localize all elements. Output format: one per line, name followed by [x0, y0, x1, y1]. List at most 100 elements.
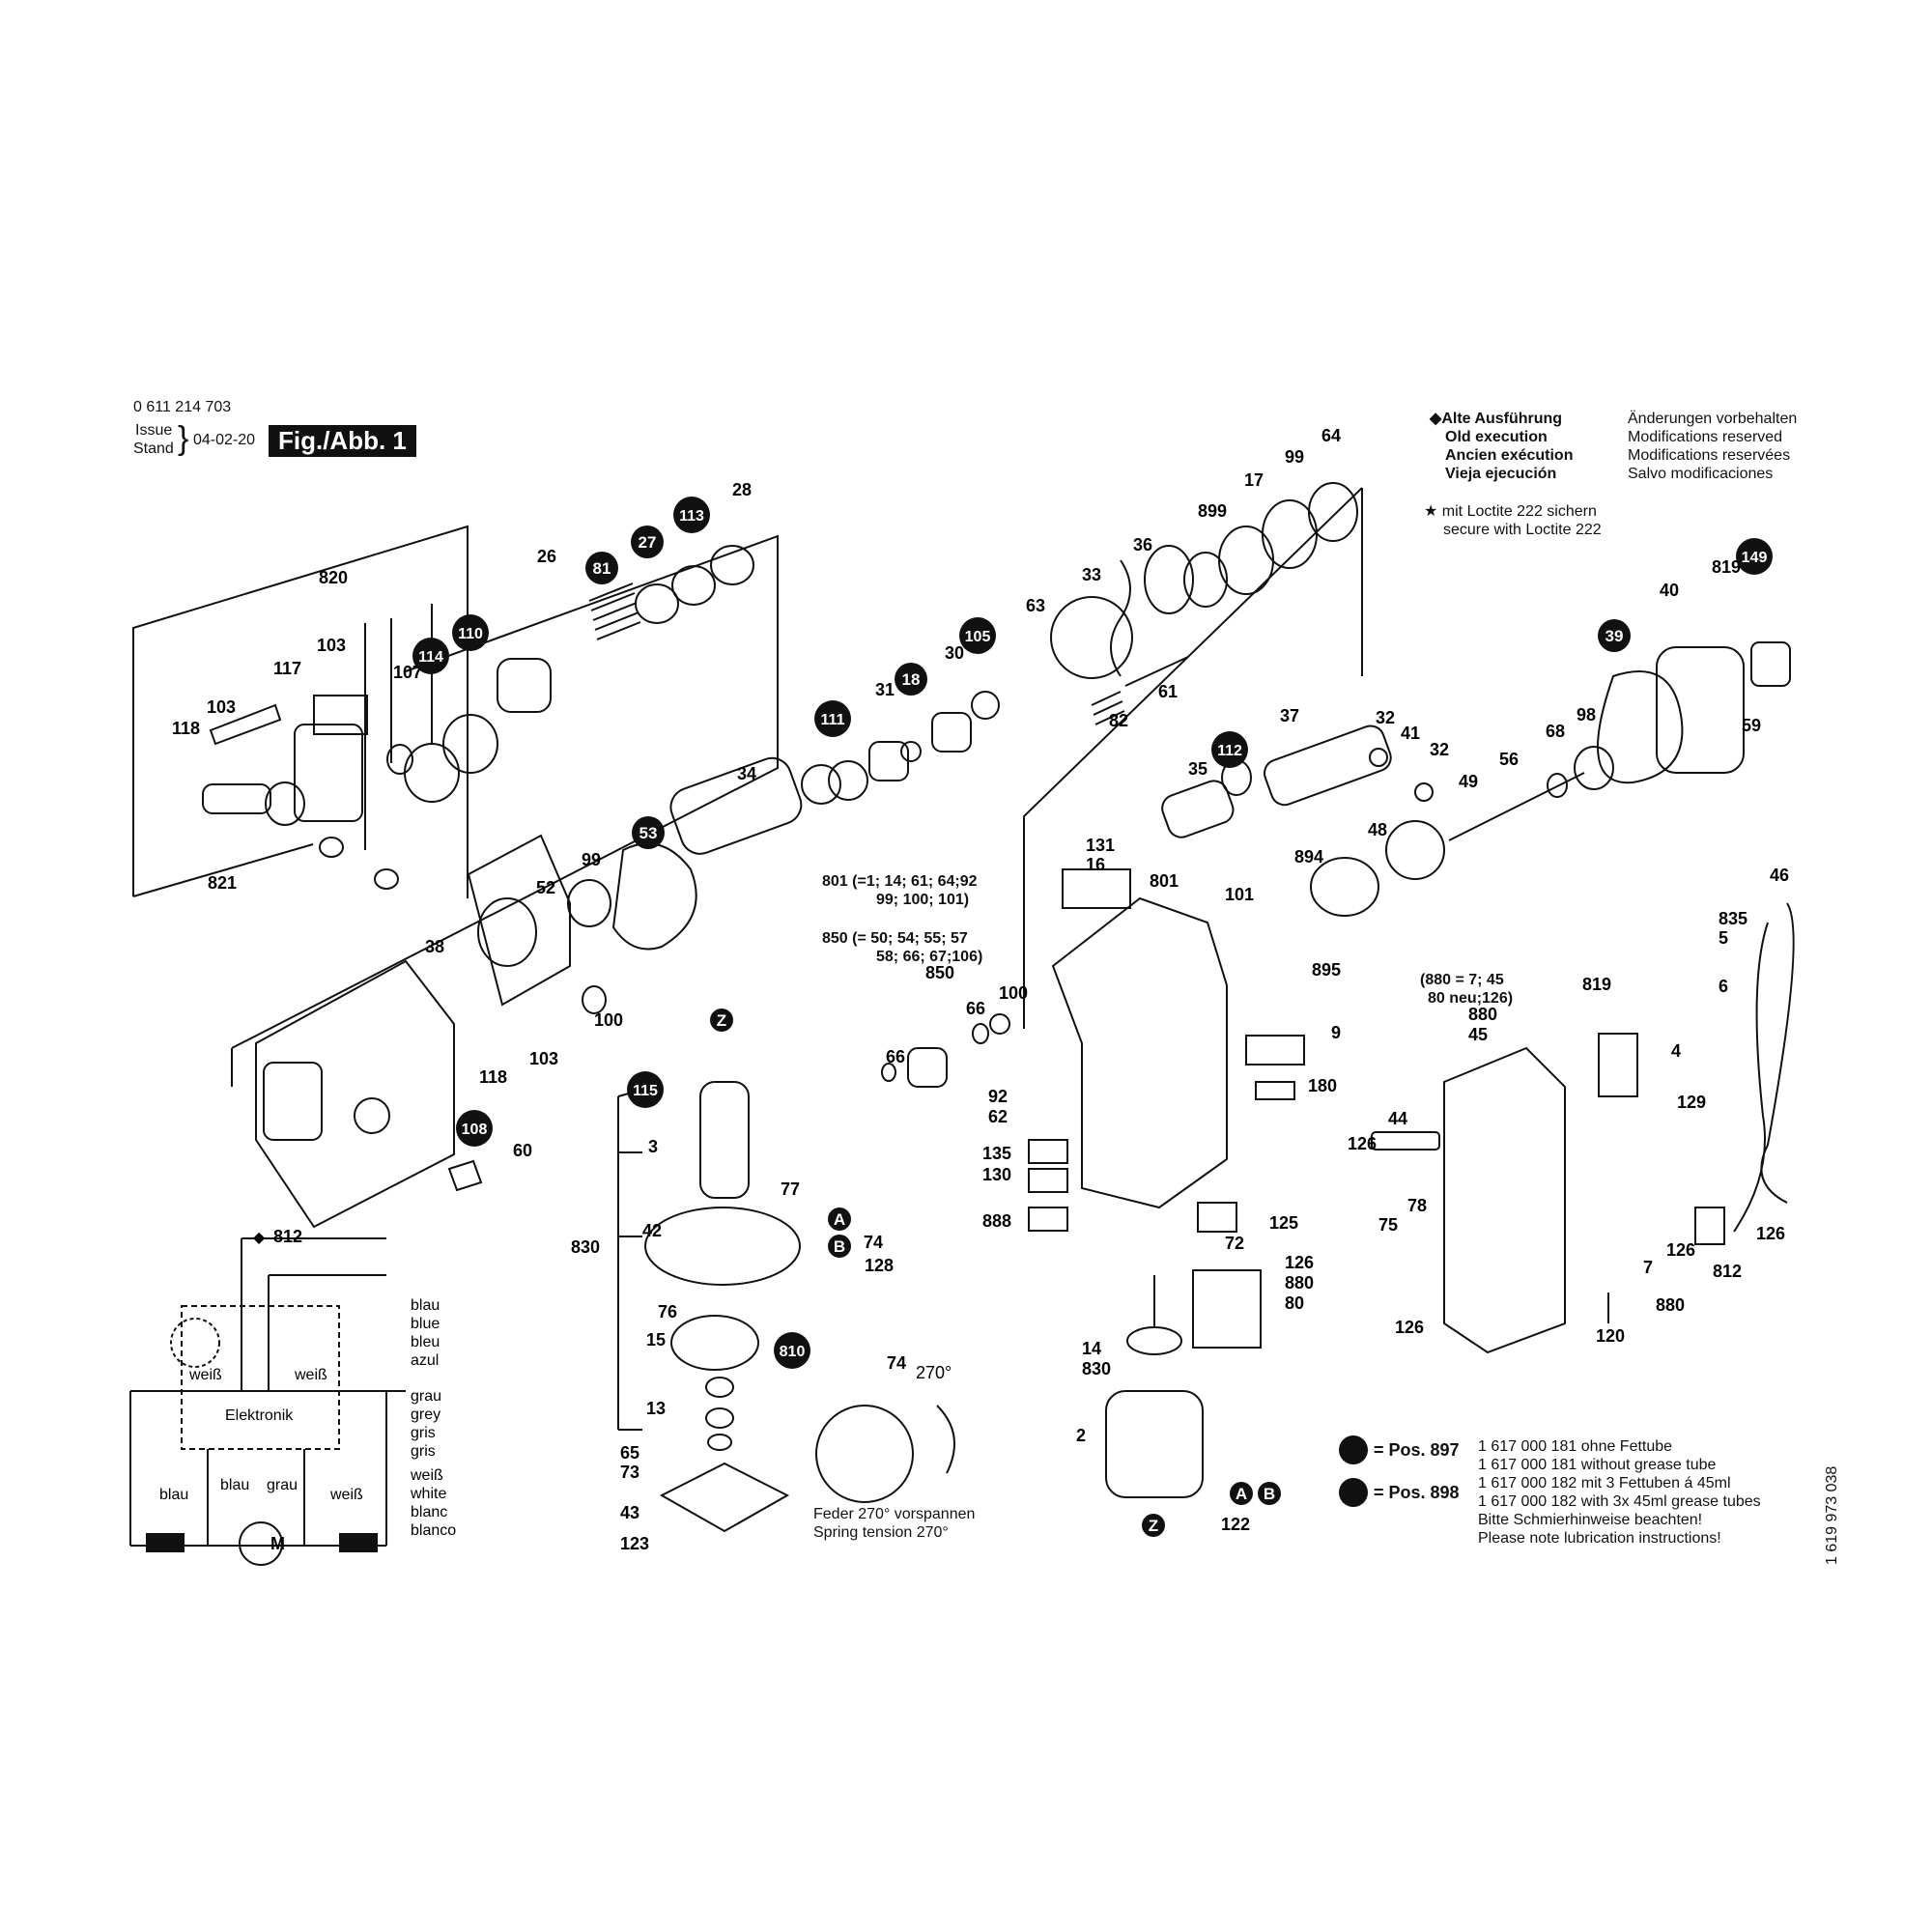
circled-callout-label: 113 [679, 508, 704, 525]
part-callout: 82 [1109, 711, 1128, 730]
bearing-98 [1574, 746, 1614, 790]
wire-color-label: blue [411, 1316, 440, 1332]
ring-110 [442, 714, 498, 774]
part-callout: 126 [1348, 1134, 1377, 1153]
flange-housing [294, 724, 363, 822]
part-callout: 118 [172, 719, 200, 738]
part-callout: 66 [886, 1047, 905, 1066]
elektronik-box [181, 1305, 340, 1450]
wire-color-label: bleu [411, 1334, 440, 1350]
part-callout: 820 [319, 568, 348, 587]
part-callout: 894 [1294, 847, 1323, 867]
motor-housing-38 [255, 959, 455, 1229]
part-callout: 30 [945, 643, 964, 663]
part-callout: 31 [875, 680, 895, 699]
circled-callout-label: 53 [639, 824, 658, 842]
set-note-880: (880 = 7; 45 80 neu;126) [1420, 972, 1514, 1007]
pad-44 [1371, 1131, 1440, 1151]
elektronik-label: Elektronik [225, 1407, 294, 1424]
circled-callout-label: 81 [593, 559, 611, 578]
part-callout: 73 [620, 1463, 639, 1482]
diamond-icon: ◆ [1430, 411, 1442, 427]
clutch-26 [497, 658, 552, 713]
weiss-label: weiß [329, 1487, 363, 1503]
star-icon: ★ [1424, 503, 1438, 520]
coil-36 [1144, 545, 1194, 614]
part-callout: 129 [1677, 1093, 1706, 1112]
circled-callout-label: A [1236, 1485, 1247, 1503]
part-callout: 26 [537, 547, 556, 566]
part-callout: 45 [1468, 1025, 1488, 1044]
part-callout: 49 [1459, 772, 1478, 791]
circled-callout-label: 110 [458, 626, 483, 642]
part-callout: 880 [1468, 1005, 1497, 1024]
wire-color-label: white [410, 1486, 446, 1502]
part-callout: 56 [1499, 750, 1519, 769]
part-callout: 61 [1158, 682, 1178, 701]
pos-notes-text: 1 617 000 181 ohne Fettube 1 617 000 181… [1478, 1438, 1761, 1547]
part-callout: 103 [207, 697, 236, 717]
circled-callout-marker [1736, 538, 1773, 575]
part-callout: 65 [620, 1443, 639, 1463]
ring-13 [705, 1377, 734, 1398]
part-callout: 899 [1198, 501, 1227, 521]
part-callout: 103 [317, 636, 346, 655]
ring-111a [801, 764, 841, 805]
ring-27 [635, 583, 679, 624]
label-130 [1028, 1168, 1068, 1193]
part-callout: 100 [999, 983, 1028, 1003]
part-callout: 120 [1596, 1326, 1625, 1346]
bush-100b [989, 1013, 1010, 1035]
blau-label-2: blau [220, 1477, 249, 1493]
part-callout: 72 [1225, 1234, 1244, 1253]
frame-left-diagonal [231, 534, 779, 1049]
part-number: 0 611 214 703 [133, 399, 232, 415]
part-callout: 880 [1656, 1295, 1685, 1315]
field-coil-left [146, 1533, 185, 1552]
part-callout: 77 [781, 1179, 800, 1199]
circled-callout-marker [1598, 619, 1631, 652]
part-callout: 92 [988, 1087, 1008, 1106]
cable-6 [1733, 922, 1769, 1233]
wire-color-label: weiß [410, 1467, 443, 1484]
figure-label: Fig./Abb. 1 [269, 425, 416, 457]
pin-61 [1124, 656, 1189, 687]
part-callout: 895 [1312, 960, 1341, 980]
plate-72 [1197, 1202, 1237, 1233]
bush-30 [931, 712, 972, 753]
part-callout: 125 [1269, 1213, 1298, 1233]
part-callout: 101 [1225, 885, 1254, 904]
shaft-stub [202, 783, 271, 814]
pos-898-row: = Pos. 898 [1339, 1478, 1460, 1507]
circled-callout-label: 112 [1217, 743, 1242, 759]
part-callout: 98 [1577, 705, 1596, 724]
part-callout: 801 [1150, 871, 1179, 891]
spring-36 [1110, 559, 1131, 677]
part-callout: 99 [1285, 447, 1304, 467]
spring-81 [588, 582, 641, 640]
group-bracket-821 [132, 843, 314, 897]
circled-callout-label: B [834, 1237, 845, 1256]
circled-callout-marker [959, 617, 996, 654]
part-callout: 107 [393, 663, 422, 682]
bevel-gear-15 [670, 1315, 759, 1371]
part-callout: 888 [982, 1211, 1011, 1231]
nut [374, 868, 399, 890]
wire-color-label: gris [411, 1443, 436, 1460]
circled-callout-label: 18 [902, 670, 921, 689]
label-888 [1028, 1207, 1068, 1232]
electronics-80 [1192, 1269, 1262, 1349]
bush-100 [582, 985, 607, 1014]
gear-housing-bore [477, 897, 537, 967]
diamond-icon: ◆ [253, 1230, 266, 1246]
circled-callout-marker [412, 638, 449, 674]
part-callout: 7 [1643, 1258, 1653, 1277]
part-callout: 48 [1368, 820, 1387, 839]
gear-48 [1310, 857, 1379, 917]
wire-color-label: grey [411, 1406, 440, 1423]
ring-99b [567, 879, 611, 927]
flange-bore [265, 781, 305, 826]
part-callout: 5 [1719, 928, 1728, 948]
part-callout: 830 [1082, 1359, 1111, 1378]
